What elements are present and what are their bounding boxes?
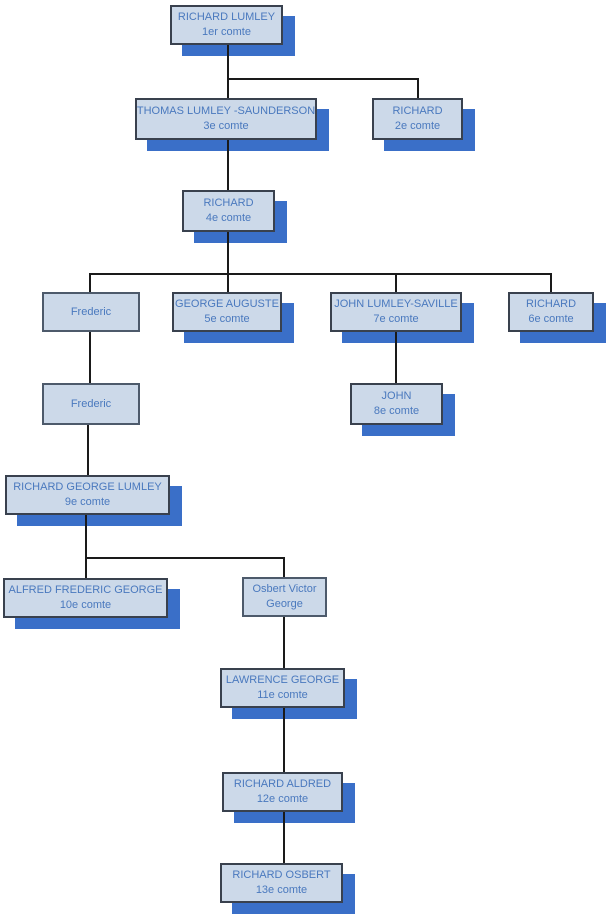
connector-line (417, 78, 419, 98)
node-name: RICHARD OSBERT (232, 869, 331, 881)
node-title: 6e comte (528, 313, 574, 325)
connector-line (89, 332, 91, 383)
node-thomas-3e-comte[interactable]: THOMAS LUMLEY -SAUNDERSON 3e comte (135, 98, 317, 140)
connector-line (89, 273, 91, 292)
node-title: 5e comte (204, 313, 250, 325)
node-richard-2e-comte[interactable]: RICHARD 2e comte (372, 98, 463, 140)
connector-line (85, 557, 284, 559)
node-title: 1er comte (202, 26, 251, 38)
node-richard-1er-comte[interactable]: RICHARD LUMLEY 1er comte (170, 5, 283, 45)
connector-line (227, 232, 229, 292)
node-name: JOHN LUMLEY-SAVILLE (334, 298, 458, 310)
node-name: JOHN (381, 390, 412, 402)
node-richard-9e-comte[interactable]: RICHARD GEORGE LUMLEY 9e comte (5, 475, 170, 515)
node-name: ALFRED FREDERIC GEORGE (8, 584, 163, 596)
node-title: 9e comte (64, 496, 111, 508)
node-name: RICHARD (525, 298, 577, 310)
node-title: 4e comte (205, 212, 252, 224)
node-richard-12e-comte[interactable]: RICHARD ALDRED 12e comte (222, 772, 343, 812)
connector-line (283, 617, 285, 668)
connector-line (395, 332, 397, 383)
connector-line (89, 273, 551, 275)
node-title: 13e comte (255, 884, 308, 896)
node-richard-4e-comte[interactable]: RICHARD 4e comte (182, 190, 275, 232)
connector-line (227, 140, 229, 190)
node-name: GEORGE AUGUSTE (175, 298, 279, 310)
node-title: 10e comte (59, 599, 112, 611)
connector-line (227, 45, 229, 98)
node-lawrence-11e-comte[interactable]: LAWRENCE GEORGE 11e comte (220, 668, 345, 708)
node-name: RICHARD (203, 197, 254, 209)
node-title: 12e comte (256, 793, 309, 805)
node-name: RICHARD (392, 105, 443, 117)
node-name: Frederic (70, 397, 112, 410)
node-title: 7e comte (373, 313, 419, 325)
node-name: Osbert Victor (252, 583, 317, 595)
node-frederic-b[interactable]: Frederic (42, 383, 140, 425)
node-george-5e-comte[interactable]: GEORGE AUGUSTE 5e comte (172, 292, 282, 332)
node-title: 8e comte (373, 405, 420, 417)
node-name: THOMAS LUMLEY -SAUNDERSON (136, 105, 316, 117)
connector-line (85, 515, 87, 578)
node-title: 11e comte (257, 689, 308, 701)
connector-line (283, 812, 285, 863)
connector-line (395, 273, 397, 292)
node-name: RICHARD GEORGE LUMLEY (13, 481, 162, 493)
node-name2: George (266, 598, 303, 610)
node-richard-6e-comte[interactable]: RICHARD 6e comte (508, 292, 594, 332)
node-john-8e-comte[interactable]: JOHN 8e comte (350, 383, 443, 425)
node-name: RICHARD LUMLEY (177, 11, 276, 23)
node-richard-13e-comte[interactable]: RICHARD OSBERT 13e comte (220, 863, 343, 903)
connector-line (227, 78, 419, 80)
connector-line (283, 557, 285, 577)
node-title: 2e comte (394, 120, 441, 132)
connector-line (550, 273, 552, 292)
node-alfred-10e-comte[interactable]: ALFRED FREDERIC GEORGE 10e comte (3, 578, 168, 618)
node-osbert-victor-george[interactable]: Osbert Victor George (242, 577, 327, 617)
connector-line (87, 425, 89, 475)
connector-line (283, 708, 285, 772)
node-john-7e-comte[interactable]: JOHN LUMLEY-SAVILLE 7e comte (330, 292, 462, 332)
node-name: LAWRENCE GEORGE (225, 674, 340, 686)
node-title: 3e comte (203, 120, 249, 132)
node-name: RICHARD ALDRED (233, 778, 332, 790)
node-name: Frederic (70, 305, 112, 318)
node-frederic-a[interactable]: Frederic (42, 292, 140, 332)
